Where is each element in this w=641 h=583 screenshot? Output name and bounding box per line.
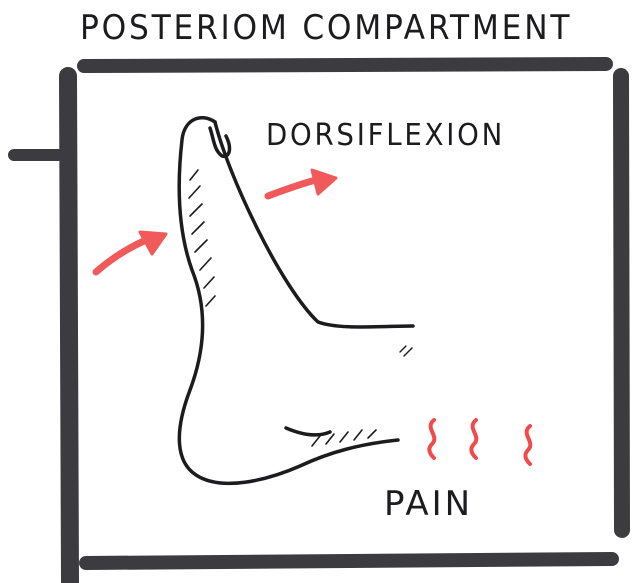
arrow-right-icon [268,170,336,196]
dorsiflexion-label: DORSIFLEXION [266,118,505,153]
pain-label: PAIN [384,484,473,524]
frame-bottom-bar [86,559,612,563]
dorsiflexion-arrows [96,170,336,272]
pain-squiggle-icon [525,426,530,464]
leg-hatching [189,170,215,306]
pain-squiggle-icon [471,420,476,458]
frame-left-bar [68,76,70,582]
frame-top-bar [84,64,606,66]
pain-squiggles [429,420,530,464]
frame-right-bar [621,76,622,530]
pain-squiggle-icon [429,420,434,458]
foot-drawing [179,118,413,484]
ankle-mark [286,428,330,435]
arrow-up-right-icon [96,232,166,272]
instep-hatching [400,346,412,356]
